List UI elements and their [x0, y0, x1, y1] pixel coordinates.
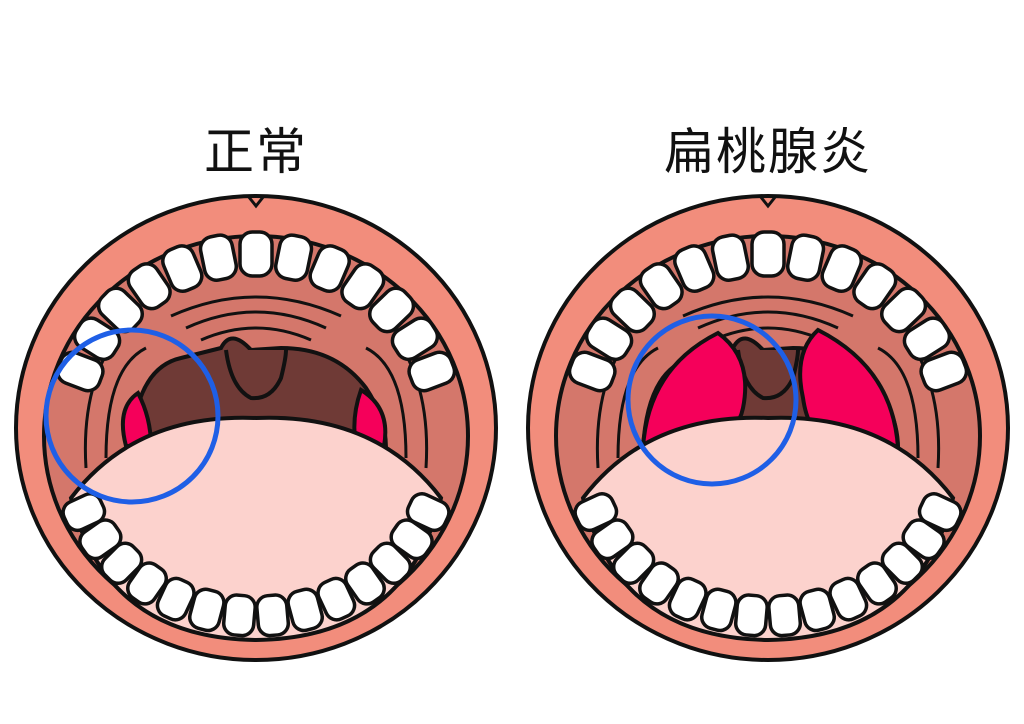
lower-tooth [155, 576, 196, 622]
highlight-circle [625, 313, 799, 487]
palate-ridge [200, 326, 312, 342]
palate-ridge [682, 295, 854, 318]
upper-tooth [273, 233, 314, 282]
upper-tooth [198, 233, 239, 282]
upper-tooth [820, 244, 863, 293]
lower-tooth [798, 587, 836, 633]
palate-ridge [697, 310, 839, 330]
upper-tooth [340, 262, 386, 311]
upper-tooth [673, 244, 716, 293]
lower-tooth [828, 576, 869, 622]
upper-tooth [308, 244, 351, 293]
upper-tooth [919, 350, 969, 393]
lower-tooth [590, 518, 635, 561]
palate-ridge [170, 295, 342, 318]
lower-tooth [611, 541, 656, 585]
upper-tooth [879, 286, 928, 334]
upper-tooth [55, 350, 105, 393]
lower-tooth [405, 492, 451, 533]
upper-tooth [126, 262, 172, 311]
tonsillitis-label: 扁桃腺炎 [664, 123, 872, 181]
lower-tooth [667, 576, 708, 622]
lower-tooth [255, 593, 291, 638]
upper-tooth [852, 262, 898, 311]
upper-tooth [390, 316, 440, 362]
lower-tooth [188, 587, 226, 633]
upper-tooth [584, 316, 634, 362]
palatine-arch [365, 346, 408, 459]
lower-tooth [880, 541, 925, 585]
upper-tooth [608, 286, 657, 334]
lower-tooth [344, 561, 386, 606]
lower-tooth [316, 576, 357, 622]
highlight-circle [43, 327, 221, 505]
upper-tooth [785, 233, 826, 282]
lower-tooth [856, 561, 898, 606]
lower-tooth [368, 541, 413, 585]
upper-tooth [638, 262, 684, 311]
upper-tooth [710, 233, 751, 282]
upper-tooth [407, 350, 457, 393]
tonsillitis-mouth [526, 194, 1010, 662]
lip-notch [246, 195, 266, 209]
upper-tooth [750, 230, 786, 278]
palatine-arch [877, 346, 920, 459]
normal-mouth [14, 194, 498, 662]
upper-tooth [367, 286, 416, 334]
lower-tooth [99, 541, 144, 585]
upper-tooth [567, 350, 617, 393]
palatine-arch [104, 346, 147, 459]
lower-tooth [389, 518, 434, 561]
lip-notch [758, 195, 778, 209]
lower-tooth [78, 518, 123, 561]
lower-tooth [733, 593, 769, 638]
lower-tooth [917, 492, 963, 533]
lower-tooth [767, 593, 803, 638]
upper-tooth [161, 244, 204, 293]
lower-tooth [901, 518, 946, 561]
lower-tooth [638, 561, 680, 606]
lower-tooth [61, 492, 107, 533]
upper-tooth [238, 230, 274, 278]
upper-tooth [902, 316, 952, 362]
normal-label: 正常 [204, 123, 308, 181]
lower-tooth [126, 561, 168, 606]
lower-tooth [221, 593, 257, 638]
upper-tooth [96, 286, 145, 334]
lower-tooth [700, 587, 738, 633]
lower-tooth [286, 587, 324, 633]
palate-ridge [185, 310, 327, 330]
uvula [224, 349, 288, 401]
lower-tooth [573, 492, 619, 533]
